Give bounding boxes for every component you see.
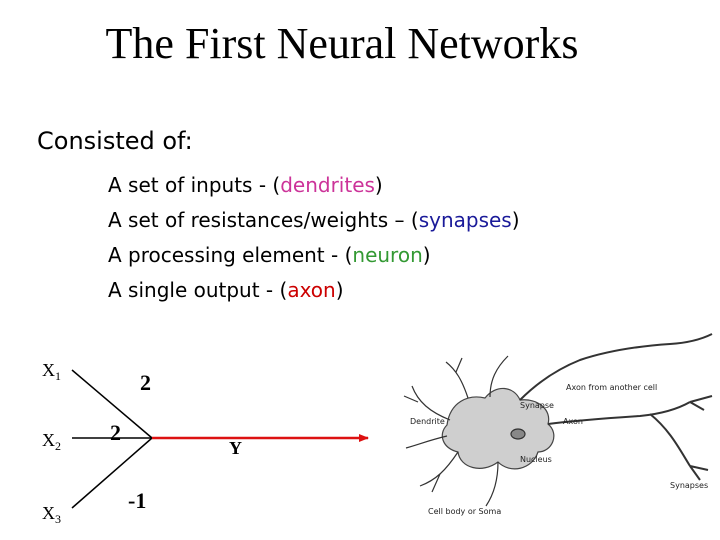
input-x1-label: X1	[42, 360, 61, 383]
item-suffix: )	[335, 278, 344, 302]
edge-x3	[71, 437, 153, 509]
intro-text: Consisted of:	[37, 127, 193, 155]
input-x3-label: X3	[42, 503, 61, 526]
slide-title: The First Neural Networks	[105, 19, 579, 68]
label-axon-from: Axon from another cell	[566, 383, 657, 392]
perceptron-diagram: X1 X2 X3 2 2 -1 Y	[42, 360, 369, 526]
weight-w1: 2	[140, 370, 151, 395]
soma-shape	[441, 387, 555, 470]
label-dendrite: Dendrite	[410, 417, 445, 426]
incoming-axon	[519, 333, 713, 401]
neuron-illustration	[403, 333, 713, 507]
list-item: A set of resistances/weights – (synapses…	[108, 203, 520, 238]
dendrite-branch	[419, 451, 459, 493]
item-suffix: )	[374, 173, 383, 197]
term-axon: axon	[287, 278, 336, 302]
label-synapses: Synapses	[670, 481, 708, 490]
dendrite-branch	[405, 435, 448, 449]
label-axon: Axon	[563, 417, 583, 426]
term-synapses: synapses	[418, 208, 512, 232]
component-list: A set of inputs - (dendrites) A set of r…	[108, 168, 520, 308]
weight-w2: 2	[110, 420, 121, 445]
term-dendrites: dendrites	[280, 173, 375, 197]
neuron-labels: Dendrite Synapse Axon from another cell …	[410, 383, 708, 516]
axon-shape	[547, 395, 713, 481]
item-prefix: A processing element - (	[108, 243, 353, 267]
list-item: A processing element - (neuron)	[108, 238, 520, 273]
item-prefix: A set of inputs - (	[108, 173, 281, 197]
item-suffix: )	[422, 243, 431, 267]
item-suffix: )	[511, 208, 520, 232]
term-neuron: neuron	[352, 243, 423, 267]
output-y-label: Y	[229, 438, 242, 458]
input-x2-label: X2	[42, 430, 61, 453]
item-prefix: A set of resistances/weights – (	[108, 208, 419, 232]
nucleus-shape	[510, 428, 526, 440]
item-prefix: A single output - (	[108, 278, 288, 302]
edge-x1	[71, 369, 153, 439]
list-item: A single output - (axon)	[108, 273, 520, 308]
label-synapse: Synapse	[520, 401, 554, 410]
dendrite-branch	[485, 461, 499, 507]
dendrite-branch	[403, 385, 451, 421]
weight-w3: -1	[128, 488, 146, 513]
dendrite-branch	[489, 355, 509, 398]
list-item: A set of inputs - (dendrites)	[108, 168, 520, 203]
label-nucleus: Nucleus	[520, 455, 552, 464]
label-cell-body: Cell body or Soma	[428, 507, 501, 516]
dendrite-branch	[445, 357, 469, 399]
